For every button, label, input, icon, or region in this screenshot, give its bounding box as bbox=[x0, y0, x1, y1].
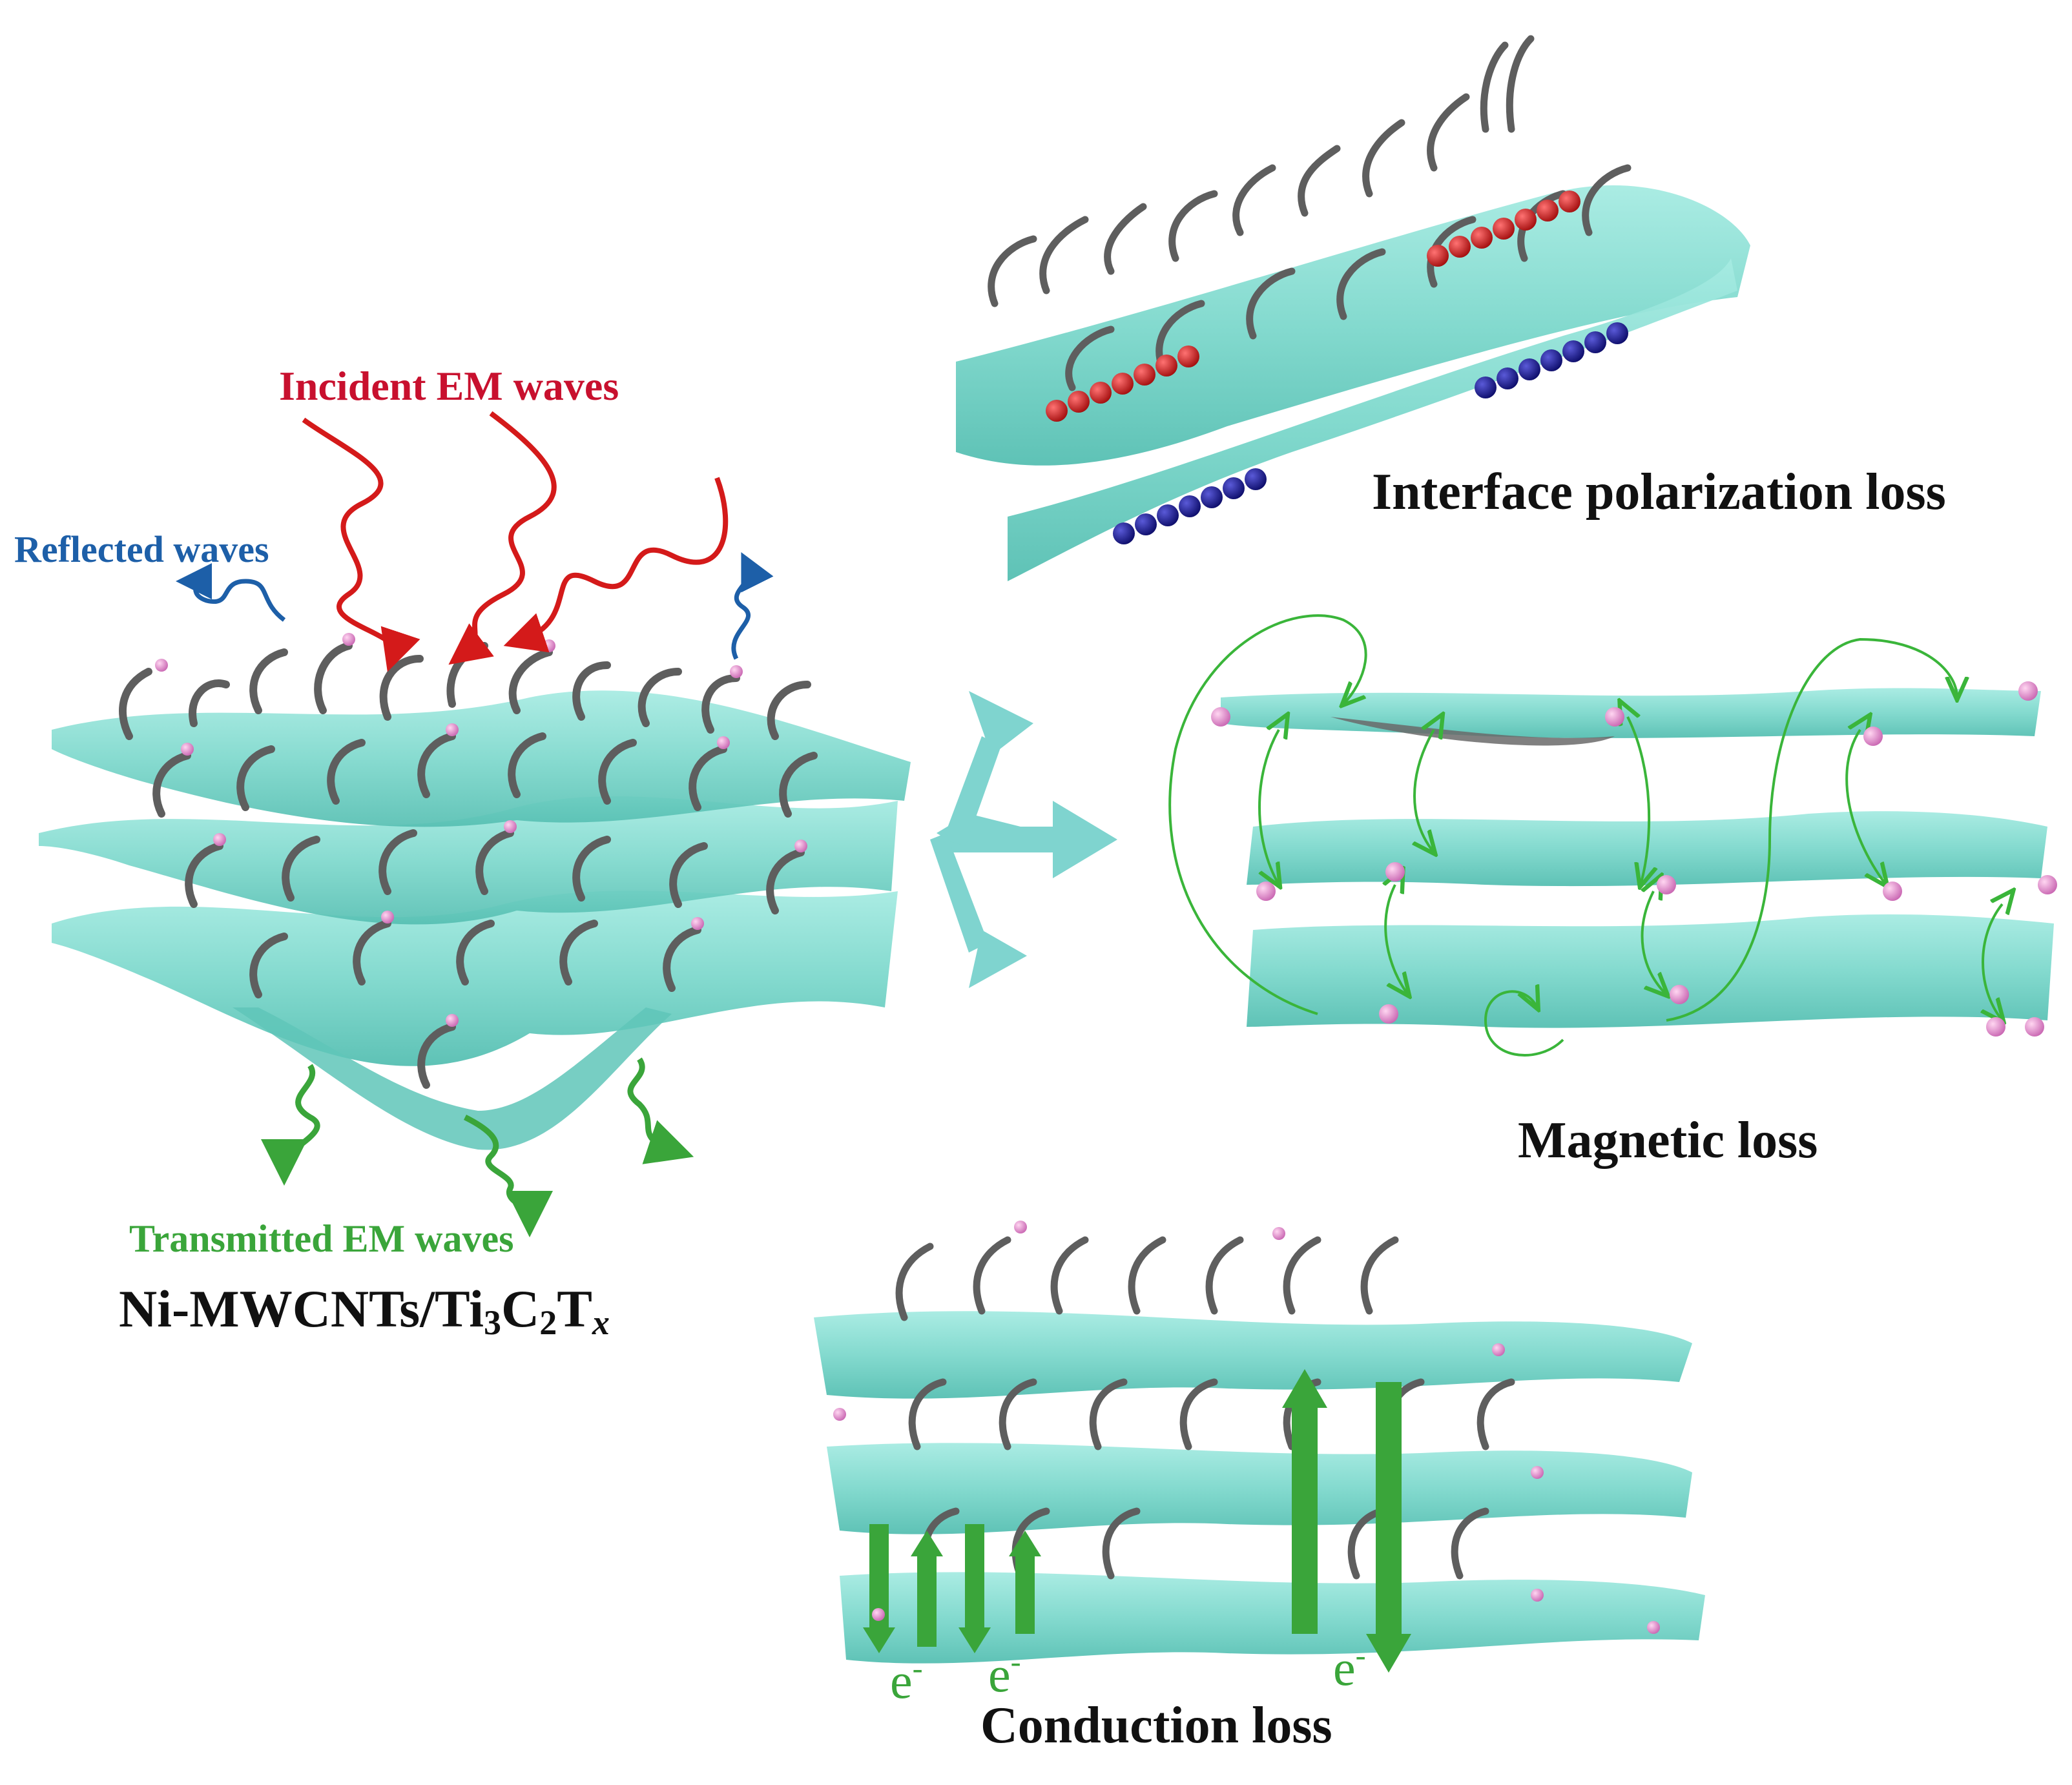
reflected-waves-label: Reflected waves bbox=[14, 528, 269, 570]
conduction-particles bbox=[833, 1221, 1660, 1634]
electron-label: e- bbox=[1333, 1638, 1366, 1696]
electron-label: e- bbox=[890, 1651, 923, 1709]
composite-stack bbox=[39, 633, 911, 1150]
magnetic-loss-title: Magnetic loss bbox=[1518, 1112, 1818, 1169]
reflected-waves bbox=[176, 552, 774, 660]
interface-polarization-title: Interface polarization loss bbox=[1372, 464, 1946, 521]
incident-waves-label: Incident EM waves bbox=[279, 363, 619, 409]
magnetic-panel bbox=[1168, 614, 2057, 1057]
carbon-nanotubes bbox=[119, 642, 818, 1089]
conduction-loss-title: Conduction loss bbox=[980, 1697, 1332, 1754]
conduction-arrows bbox=[863, 1369, 1411, 1673]
hub-arrows bbox=[930, 691, 1117, 988]
interface-panel bbox=[956, 35, 1750, 581]
transmitted-waves-label: Transmitted EM waves bbox=[129, 1217, 514, 1260]
incident-waves bbox=[302, 411, 729, 672]
negative-charges bbox=[1113, 322, 1628, 544]
magnetic-particles bbox=[1211, 681, 2057, 1037]
composite-formula-label: Ni-MWCNTs/Ti3C2Tx bbox=[119, 1279, 610, 1342]
mxene-sheets bbox=[39, 690, 911, 1150]
positive-charges bbox=[1046, 191, 1580, 422]
ni-particles bbox=[155, 633, 807, 1027]
electron-label: e- bbox=[988, 1645, 1021, 1702]
transmitted-waves bbox=[261, 1057, 694, 1237]
magnetic-loops bbox=[1168, 614, 2002, 1057]
conduction-panel bbox=[814, 1221, 1705, 1673]
